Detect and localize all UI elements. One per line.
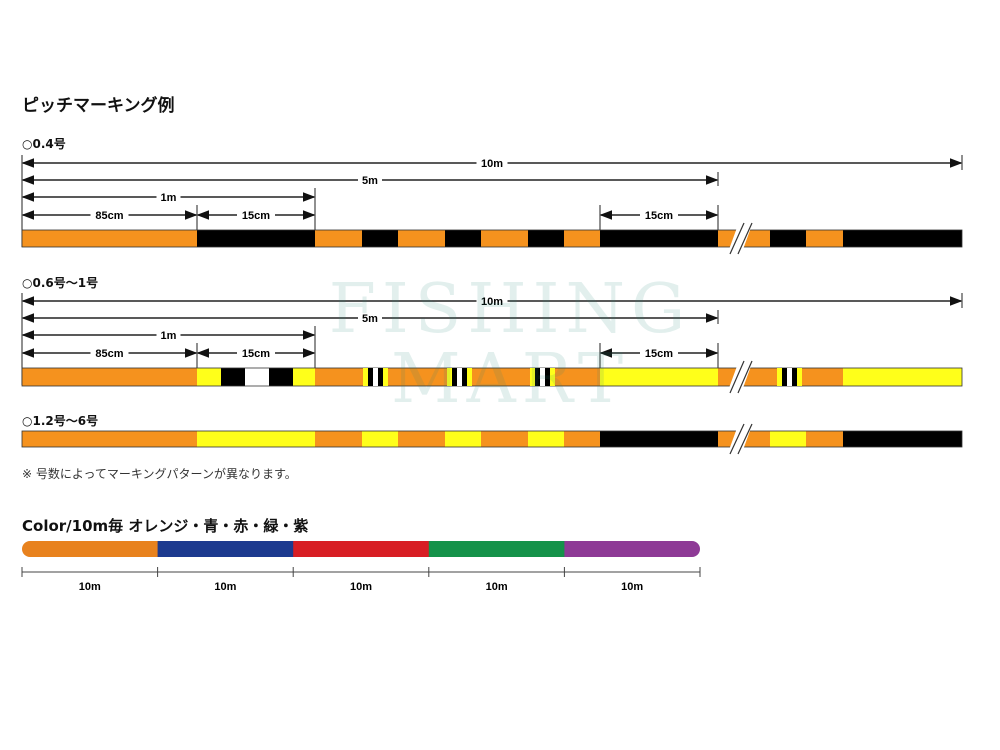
section-label-06-1: ○0.6号〜1号 [22,276,99,290]
line-06-1-segment [293,368,315,386]
color-segment-blue [157,541,294,557]
line-06-1-segment [600,368,718,386]
color-segment-orange [22,541,159,557]
line-06-1-stripe [378,368,383,386]
break-mark [729,222,745,255]
line-06-1-stripe [467,368,472,386]
break-mark [737,423,753,455]
line-06-1-segment [269,368,293,386]
line-06-1-stripe [792,368,797,386]
line-06-1-stripe [540,368,545,386]
line-12-6-segment [362,431,398,447]
dimension-label: 10m [481,296,503,308]
line-04-segment [481,230,528,247]
line-04-segment [564,230,600,247]
dimension-label: 15cm [645,348,673,360]
line-06-1-stripe [545,368,550,386]
line-12-6-segment [22,431,197,447]
line-06-1-stripe [530,368,535,386]
line-12-6-segment [197,431,315,447]
dimension-label: 5m [362,175,378,187]
color-segment-green [428,541,565,557]
dimension-label: 15cm [242,210,270,222]
line-06-1-stripe [373,368,378,386]
line-04-segment [197,230,315,247]
dimension-label: 85cm [95,210,123,222]
line-04-segment [843,230,962,247]
dimension-label: 10m [481,158,503,170]
line-04-segment [806,230,843,247]
line-06-1-stripe [447,368,452,386]
line-06-1-stripe [782,368,787,386]
line-06-1-segment [22,368,197,386]
line-06-1-stripe [457,368,462,386]
dimension-label: 85cm [95,348,123,360]
line-06-1-stripe [777,368,782,386]
line-06-1-stripe [550,368,555,386]
dimension-label: 1m [161,330,177,342]
break-mark [729,423,745,455]
color-title: Color/10m毎 オレンジ・青・赤・緑・紫 [22,517,309,535]
line-06-1-stripe [363,368,368,386]
line-12-6-segment [481,431,528,447]
line-06-1-segment [245,368,269,386]
line-12-6-segment [564,431,600,447]
line-04-segment [398,230,445,247]
line-06-1-segment [843,368,962,386]
note-text: ※ 号数によってマーキングパターンが異なります。 [22,467,297,481]
line-06-1-stripe [452,368,457,386]
line-12-6-segment [806,431,843,447]
break-mark [737,222,753,255]
line-06-1-segment [197,368,221,386]
color-segment-red [293,541,430,557]
section-label-04: ○0.4号 [22,137,66,151]
line-04-outline [21,229,963,248]
line-04-segment [362,230,398,247]
break-mark [729,360,745,394]
dimension-label: 1m [161,192,177,204]
color-segment-length: 10m [350,581,372,593]
line-06-1-stripe [462,368,467,386]
line-12-6-segment [770,431,806,447]
line-06-1-stripe [787,368,792,386]
line-12-6-segment [445,431,481,447]
line-06-1-outline [21,367,963,387]
line-12-6-segment [398,431,445,447]
line-04-segment [315,230,362,247]
page-title: ピッチマーキング例 [22,96,175,116]
section-label-12-6: ○1.2号〜6号 [22,414,99,428]
line-12-6-segment [843,431,962,447]
line-06-1-stripe [383,368,388,386]
dimension-label: 15cm [242,348,270,360]
color-segment-purple [564,541,700,557]
color-segment-length: 10m [621,581,643,593]
dimension-label: 15cm [645,210,673,222]
line-04-segment [22,230,197,247]
color-segment-length: 10m [486,581,508,593]
line-06-1-stripe [368,368,373,386]
line-12-6-segment [528,431,564,447]
line-12-6-outline [21,430,963,448]
line-04-segment [528,230,564,247]
line-06-1-segment [221,368,245,386]
line-04-segment [445,230,481,247]
line-06-1-stripe [535,368,540,386]
line-06-1-stripe [797,368,802,386]
line-04-segment [770,230,806,247]
line-04-segment [600,230,718,247]
dimension-label: 5m [362,313,378,325]
line-12-6-segment [315,431,362,447]
color-segment-length: 10m [214,581,236,593]
color-segment-length: 10m [79,581,101,593]
line-12-6-segment [600,431,718,447]
break-mark [737,360,753,394]
